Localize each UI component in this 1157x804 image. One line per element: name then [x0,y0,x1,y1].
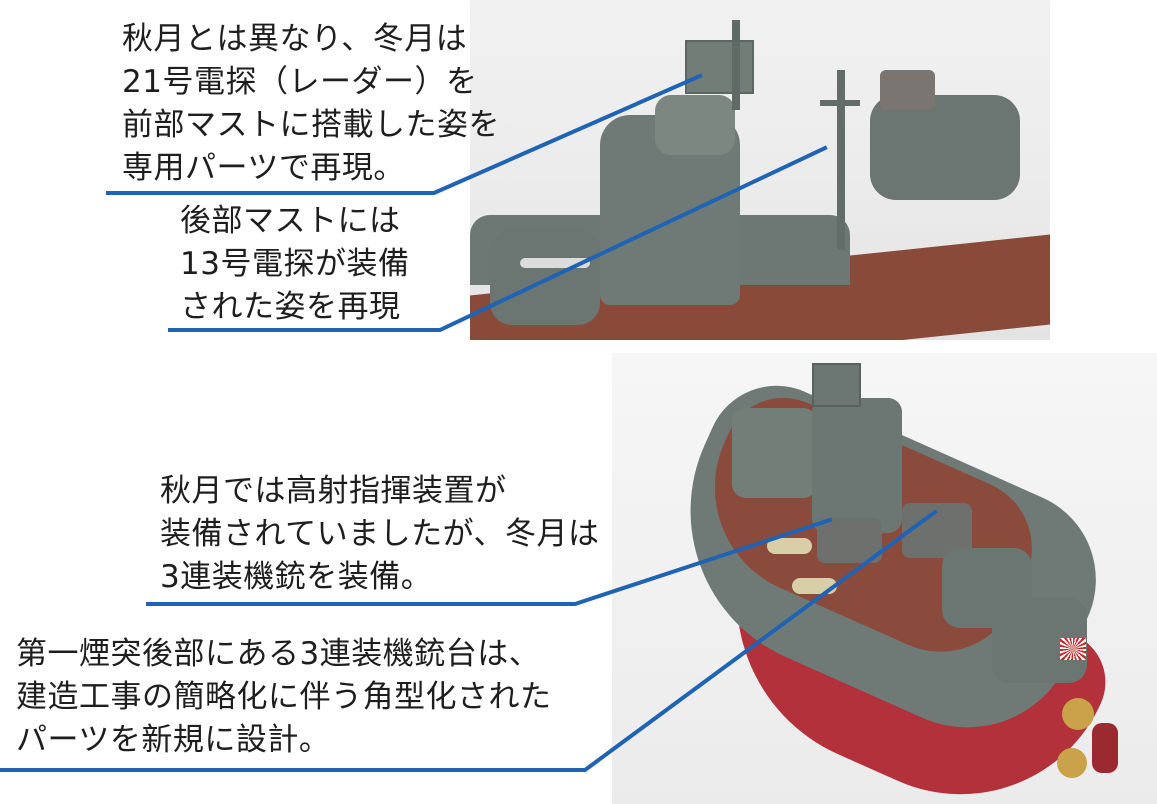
propeller-shape-1 [1062,698,1094,730]
bridge-shape-bottom [812,398,902,533]
radar-antenna-bottom [812,363,861,407]
superstructure-shape [732,408,817,498]
callout-radar21-line-1: 秋月とは異なり、冬月は [122,21,468,57]
boat-shape-1 [767,538,812,554]
callout-radar21-line-3: 前部マストに搭載した姿を [122,107,500,143]
callout-radar13-line-3: された姿を再現 [180,289,401,325]
callout-radar13-line-2: 13号電探が装備 [180,246,410,282]
callout-gun-mount: 第一煙突後部にある3連装機銃台は、 建造工事の簡略化に伴う角型化された パーツを… [16,633,552,762]
callout-radar21-line-2: 21号電探（レーダー）を [122,64,478,100]
bridge-top-shape [655,95,735,155]
callout-radar21: 秋月とは異なり、冬月は 21号電探（レーダー）を 前部マストに搭載した姿を 専用… [122,18,500,190]
callout-aa-gun-line-2: 装備されていましたが、冬月は [160,516,600,552]
rear-mast-yard-shape [820,100,860,106]
gun-barrel-shape [520,258,590,268]
aa-gun-cluster-shape [817,518,882,563]
boat-shape-2 [792,578,837,594]
callout-gun-mount-line-1: 第一煙突後部にある3連装機銃台は、 [16,636,541,672]
ship-full-photo [612,353,1157,804]
front-turret-shape [490,230,600,325]
aa-gun-shape [880,70,935,110]
callout-gun-mount-line-3: パーツを新規に設計。 [16,722,331,758]
radar21-antenna-shape [685,40,754,94]
callout-aa-gun-line-3: 3連装機銃を装備。 [160,559,433,595]
turret-shape [870,95,1020,200]
rudder-shape [1092,723,1118,773]
propeller-shape-2 [1057,748,1087,778]
callout-aa-gun-line-1: 秋月では高射指揮装置が [160,473,507,509]
callout-radar13-line-1: 後部マストには [180,203,401,239]
ship-closeup-photo [470,0,1050,340]
radar21-mast-shape [732,20,740,110]
rising-sun-flag-shape [1060,638,1086,660]
callout-aa-gun: 秋月では高射指揮装置が 装備されていましたが、冬月は 3連装機銃を装備。 [160,470,599,599]
callout-radar13: 後部マストには 13号電探が装備 された姿を再現 [180,200,409,329]
callout-gun-mount-line-2: 建造工事の簡略化に伴う角型化された [16,679,552,715]
rear-mast-shape [837,70,845,250]
callout-radar21-line-4: 専用パーツで再現。 [122,150,405,186]
